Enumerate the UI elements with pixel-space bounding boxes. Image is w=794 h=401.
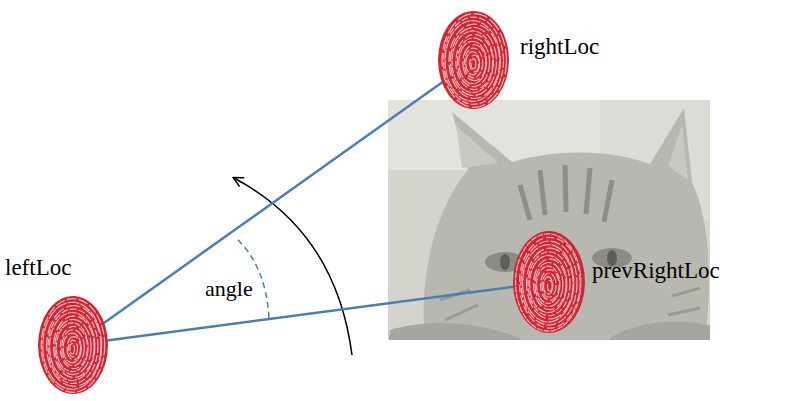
location-label: rightLoc [520, 34, 599, 59]
fingerprint-marker: prevRightLoc [512, 230, 586, 334]
direction-line [73, 282, 549, 345]
fingerprint-shape [512, 230, 586, 334]
location-label: prevRightLoc [592, 258, 720, 283]
fingerprint-shape [37, 295, 109, 395]
angle-label: angle [205, 277, 253, 301]
cat-photo [388, 100, 710, 340]
fingerprint-marker: rightLoc [437, 10, 510, 110]
direction-line [73, 60, 474, 345]
rotation-arrow [234, 178, 352, 355]
fingerprint-marker: leftLoc [37, 295, 109, 395]
fingerprint-shape [437, 10, 510, 110]
location-label: leftLoc [5, 255, 71, 280]
